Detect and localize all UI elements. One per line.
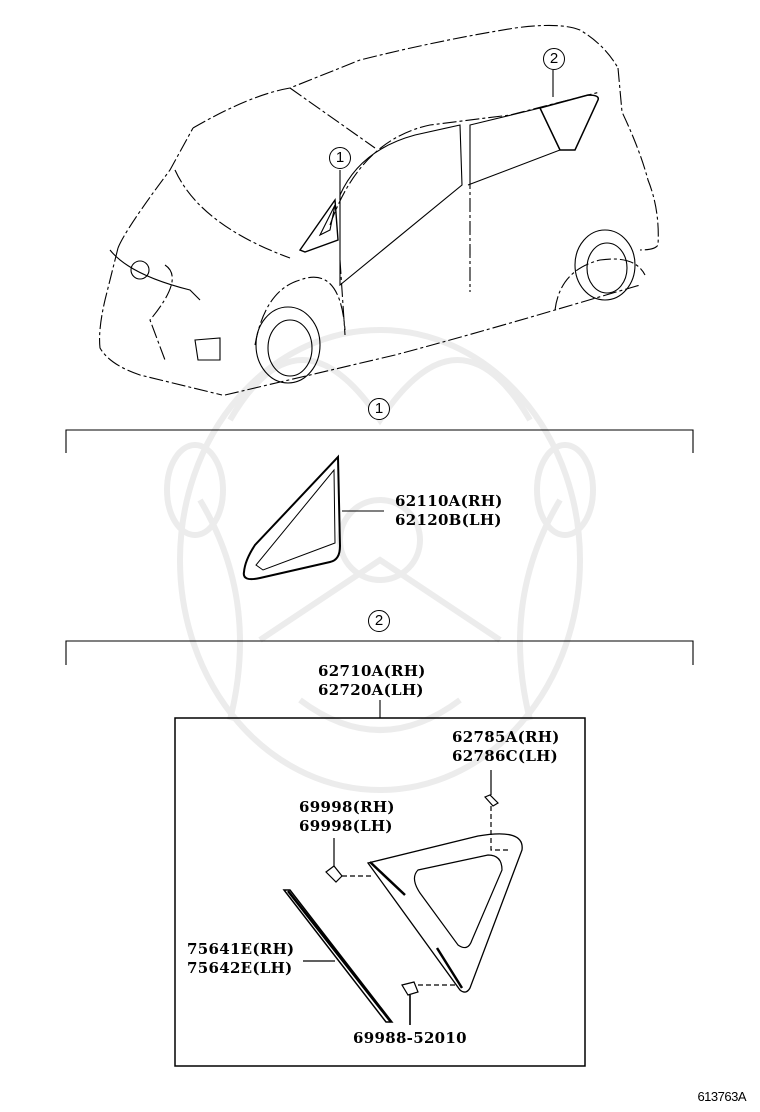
- part-number-69998-rh[interactable]: 69998(RH): [299, 798, 395, 816]
- part-number-69998-lh[interactable]: 69998(LH): [299, 817, 393, 835]
- clip-62785a-icon: [483, 794, 499, 807]
- clip-69998-icon: [325, 865, 343, 883]
- part-number-75641e[interactable]: 75641E(RH): [187, 940, 295, 958]
- callout-marker-1: 1: [329, 147, 351, 169]
- front-quarter-glass-icon: [242, 454, 384, 581]
- part-number-62120b[interactable]: 62120B(LH): [395, 511, 502, 529]
- part-number-69988-52010[interactable]: 69988-52010: [353, 1029, 467, 1047]
- moulding-icon: [282, 889, 394, 1023]
- car-overview-drawing: [99, 24, 659, 396]
- assembly-number-62720a[interactable]: 62720A(LH): [318, 681, 424, 699]
- catalog-number: 613763A: [697, 1089, 746, 1104]
- part-number-62785a[interactable]: 62785A(RH): [452, 728, 560, 746]
- assembly-number-62710a[interactable]: 62710A(RH): [318, 662, 426, 680]
- clip-69988-icon: [401, 981, 419, 996]
- part-number-62110a[interactable]: 62110A(RH): [395, 492, 503, 510]
- part-number-75642e[interactable]: 75642E(LH): [187, 959, 293, 977]
- section-2-marker: 2: [368, 610, 390, 632]
- callout-marker-2: 2: [543, 48, 565, 70]
- part-number-62786c[interactable]: 62786C(LH): [452, 747, 559, 765]
- section-1-marker: 1: [368, 398, 390, 420]
- rear-quarter-glass-icon: [366, 833, 523, 993]
